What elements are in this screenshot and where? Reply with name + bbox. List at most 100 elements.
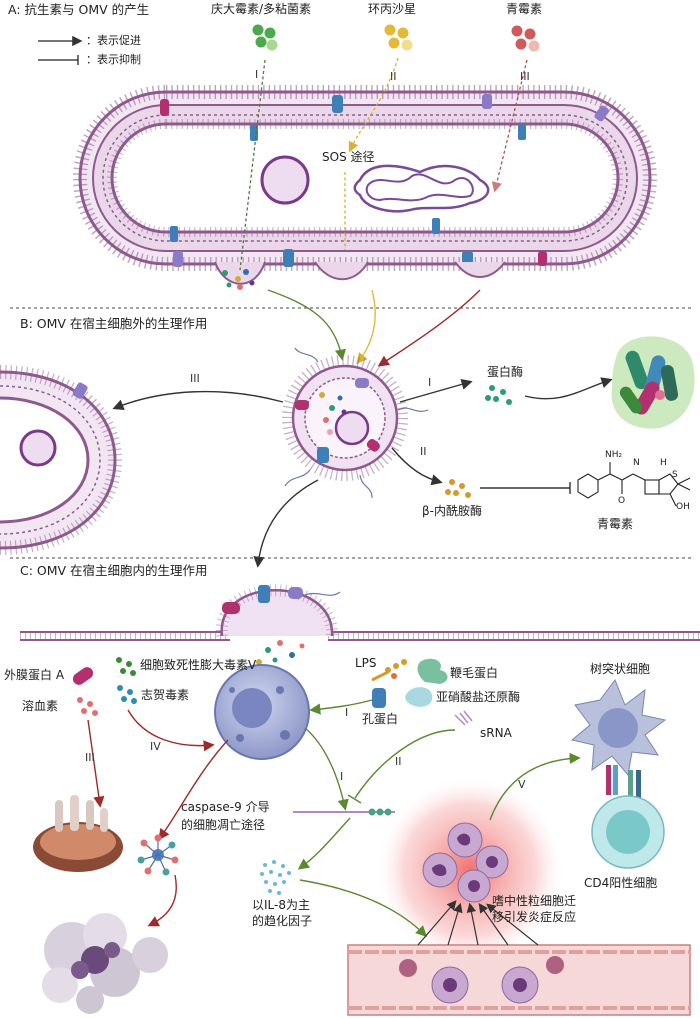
caspase-label: caspase-9 介导: [181, 800, 270, 814]
omv-arrow-red: [377, 289, 481, 367]
b-I-label: I: [428, 376, 432, 389]
n-label: N: [633, 458, 640, 468]
h-label: H: [660, 458, 667, 468]
arrow-chemokine-to-vessel: [299, 879, 427, 937]
omp-a-icon: [72, 667, 94, 685]
arrow-I-porin: [309, 699, 373, 715]
apoptosome: [137, 834, 179, 876]
arrow-II-blactamase: [391, 447, 443, 486]
c-III-label: III: [85, 751, 95, 764]
arrow-omv-to-host: [253, 479, 319, 568]
arrow-apoptosis: [147, 874, 177, 927]
nitrite-reductase-icon: [405, 687, 433, 707]
apoptosis-label: 的细胞凋亡途径: [181, 818, 266, 832]
c-I2-label: I: [340, 770, 344, 783]
penicillin-label: 青霉素: [506, 2, 543, 16]
path-II-label: II: [390, 70, 397, 83]
omv-arrow-green: [267, 289, 346, 361]
shiga-label: 志贺毒素: [141, 688, 190, 702]
nh2-label: NH₂: [605, 450, 623, 460]
o-label: O: [618, 496, 626, 506]
arrow-protease-to-bacteria: [524, 377, 613, 400]
section-c-title: C: OMV 在宿主细胞内的生理作用: [20, 563, 208, 578]
hemolysin-label: 溶血素: [22, 699, 59, 713]
hemolysin-dots: [77, 697, 98, 716]
section-b-title: B: OMV 在宿主细胞外的生理作用: [20, 316, 208, 331]
omp-a-label: 外膜蛋白 A: [4, 668, 65, 682]
inhibit-II: [354, 729, 456, 799]
tcr-linkage: [606, 765, 641, 800]
gentamicin-molecules: [252, 24, 278, 51]
damaged-mitochondrion: [33, 795, 123, 872]
blactamase-label: β-内酰胺酶: [422, 504, 482, 518]
b-II-label: II: [420, 445, 427, 458]
arrow-III-to-cell: [112, 390, 284, 411]
path-I-label: I: [255, 68, 259, 81]
cnf-dots: [116, 657, 136, 676]
legend-promote: ：表示促进: [86, 34, 141, 47]
gentamicin-label: 庆大霉素/多粘菌素: [211, 2, 312, 16]
host-cell: [214, 664, 310, 760]
oh-label: OH: [676, 502, 690, 512]
cipro-molecules: [384, 24, 413, 51]
legend-inhibit: ：表示抑制: [86, 53, 141, 66]
srna-icon: [454, 710, 473, 726]
blactamase-dots: [445, 479, 471, 498]
inhibit-II-bar: [347, 794, 362, 804]
path-I: [239, 59, 266, 271]
cd4-cell: [591, 795, 665, 869]
s-label: S: [672, 470, 678, 480]
penicillin-molecules: [511, 25, 540, 52]
arrow-V: [489, 752, 581, 821]
dendritic-cell: [570, 678, 667, 777]
neutrophils: [422, 822, 509, 903]
nitrite-label: 亚硝酸盐还原酶: [436, 690, 521, 704]
section-a-title: A: 抗生素与 OMV 的产生: [8, 2, 150, 17]
mrna-strand: [293, 808, 395, 816]
arrow-IV: [127, 709, 215, 752]
lysed-bacteria: [611, 336, 695, 429]
shiga-dots: [117, 685, 137, 704]
arrow-III-mito: [87, 719, 105, 808]
c-V-label: V: [518, 778, 526, 791]
omv-arrow-yellow: [356, 289, 376, 365]
blood-vessel: [347, 944, 691, 1016]
porin-label: 孔蛋白: [362, 712, 399, 726]
srna-label: sRNA: [480, 726, 512, 740]
inflammation-label: 移引发炎症反应: [492, 910, 577, 924]
c-II-label: II: [395, 755, 402, 768]
migration-arrows: [417, 900, 539, 946]
bacterium: [73, 85, 657, 290]
arrow-caspase: [158, 739, 229, 841]
path-II: [348, 57, 399, 153]
c-I-label: I: [345, 706, 349, 719]
apoptotic-cell: [42, 913, 168, 1014]
penicillin-structure: [577, 462, 691, 507]
sos-label: SOS 途径: [322, 150, 375, 164]
legend: [38, 35, 83, 65]
cipro-label: 环丙沙星: [368, 2, 417, 16]
host-membrane: [20, 584, 700, 665]
protease-dots: [485, 385, 512, 405]
arrow-mrna-chemokine: [297, 817, 351, 870]
dendritic-label: 树突状细胞: [590, 662, 651, 676]
path-III-label: III: [520, 70, 530, 83]
c-IV-label: IV: [150, 740, 161, 753]
neutrophil-label: 嗜中性粒细胞迁: [492, 894, 577, 908]
lps-label: LPS: [355, 656, 377, 670]
flagellin-icon: [417, 658, 448, 684]
flagellin-label: 鞭毛蛋白: [450, 666, 499, 680]
cnf-label: 细胞致死性膨大毒素V: [140, 658, 257, 672]
cd4-label: CD4阳性细胞: [584, 876, 658, 890]
lps-icon: [371, 659, 407, 682]
protease-label: 蛋白酶: [487, 365, 524, 379]
b-III-label: III: [190, 372, 200, 385]
host-cell-left: [0, 365, 123, 555]
arrow-I-mrna: [304, 727, 349, 811]
chemokine-dots: [260, 860, 291, 895]
path-III: [491, 59, 528, 193]
penicillin-structure-label: 青霉素: [597, 517, 634, 531]
chemokine-label: 的趋化因子: [252, 914, 313, 928]
porin-icon: [372, 688, 386, 708]
